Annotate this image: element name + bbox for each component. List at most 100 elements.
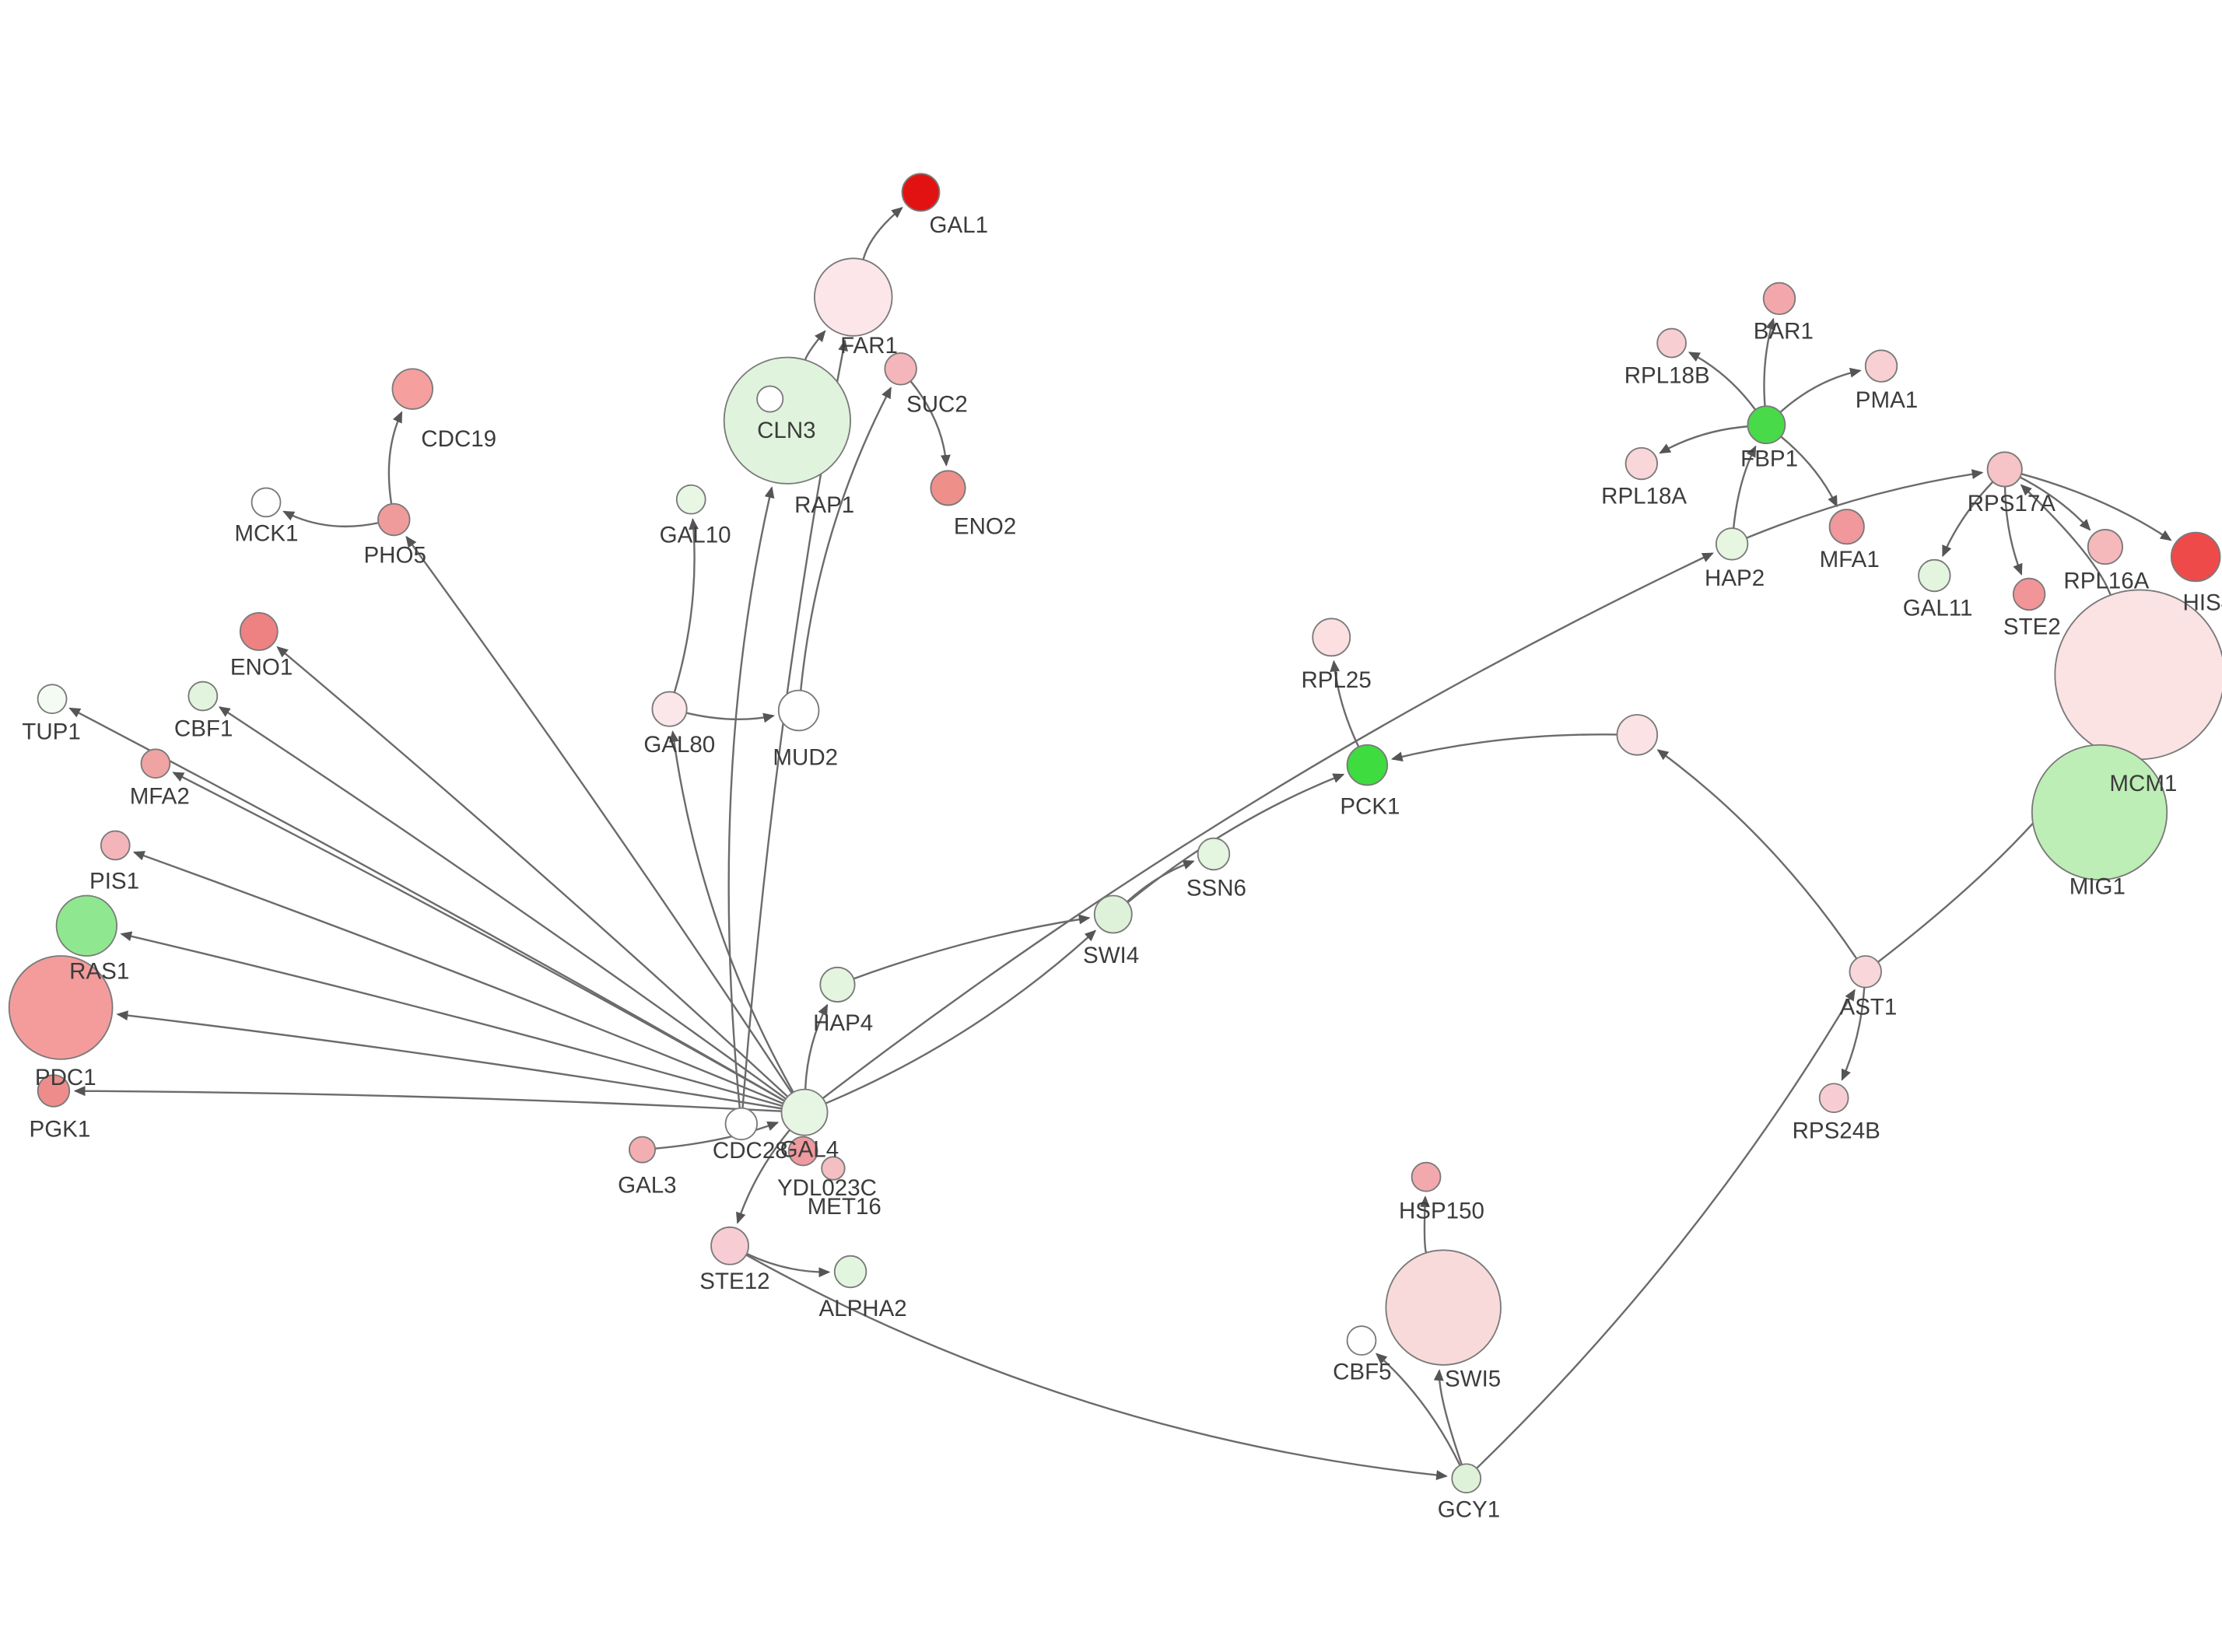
edge-ast1-rps24b[interactable] [1841, 987, 1866, 1081]
node-MET16[interactable] [821, 1156, 846, 1181]
node-MUD2[interactable] [777, 689, 820, 732]
node-MFA2[interactable] [140, 748, 171, 779]
edge-gal4-hap4[interactable] [804, 1003, 829, 1090]
node-GAL3[interactable] [628, 1136, 657, 1164]
node-RPL18A[interactable] [1624, 446, 1659, 481]
edge-gcy1-ast1[interactable] [1476, 989, 1856, 1469]
edge-gal4-hap2[interactable] [822, 552, 1714, 1100]
edge-gal4-tup1[interactable] [68, 707, 785, 1102]
edge-gal4-mfa2[interactable] [172, 772, 785, 1102]
node-GAL10[interactable] [675, 484, 706, 515]
node-RAS1[interactable] [55, 894, 118, 957]
node-PHO5[interactable] [377, 502, 411, 537]
node-STE12[interactable] [710, 1226, 749, 1265]
edge-fbp1-bar1[interactable] [1763, 317, 1775, 407]
node-ENO1[interactable] [239, 612, 279, 651]
edge-hap2-rps17a[interactable] [1746, 469, 1984, 539]
node-RPS24B[interactable] [1818, 1083, 1849, 1114]
edge-gal4-ras1[interactable] [120, 931, 783, 1108]
edge-cln3-far1[interactable] [804, 330, 826, 361]
node-PMA1[interactable] [1864, 349, 1898, 383]
node-RPS17A[interactable] [1986, 451, 2023, 488]
node-PIS1[interactable] [100, 830, 131, 861]
node-SUC2[interactable] [884, 352, 917, 386]
edge-gal4-pis1[interactable] [132, 851, 784, 1104]
node-GAL80[interactable] [651, 691, 688, 727]
node-ENO2[interactable] [930, 470, 966, 506]
edge-suc2-eno2[interactable] [909, 380, 951, 467]
node-MIG1[interactable] [2031, 744, 2168, 881]
node-HAP2[interactable] [1715, 527, 1749, 561]
node-CLN3[interactable] [723, 356, 851, 485]
node-node_u[interactable] [1616, 714, 1659, 756]
edge-rps17a-gal11[interactable] [1942, 481, 1994, 558]
edge-far1-gal1[interactable] [862, 207, 903, 261]
node-CBF1[interactable] [188, 681, 219, 712]
node-GAL4[interactable] [780, 1088, 829, 1136]
edge-gal4-cbf1[interactable] [218, 706, 787, 1100]
node-YDL023C[interactable] [787, 1136, 818, 1167]
edge-gal4-pho5[interactable] [405, 535, 793, 1094]
edge-swi4-pck1[interactable] [1127, 773, 1345, 904]
node-HAP4[interactable] [819, 966, 856, 1003]
node-RPL25[interactable] [1312, 618, 1351, 657]
node-RAP1[interactable] [756, 385, 784, 413]
node-HIS4[interactable] [2170, 531, 2221, 583]
edge-fbp1-rpl18a[interactable] [1659, 425, 1748, 454]
edge-gcy1-cbf5[interactable] [1376, 1353, 1461, 1466]
edge-gal80-gal10[interactable] [673, 517, 699, 693]
edge-fbp1-pma1[interactable] [1779, 367, 1862, 414]
node-FBP1[interactable] [1747, 405, 1786, 445]
node-HSP150[interactable] [1411, 1161, 1442, 1192]
node-CDC28[interactable] [724, 1107, 759, 1141]
node-FAR1[interactable] [814, 257, 893, 337]
edge-gal4-eno1[interactable] [276, 646, 789, 1097]
edge-gal4-pdc1[interactable] [116, 1010, 783, 1110]
node-RPL16A[interactable] [2087, 529, 2123, 565]
edge-cdc28-cln3[interactable] [727, 486, 775, 1108]
edge-fbp1-rpl18b[interactable] [1688, 352, 1757, 411]
edge-pho5-cdc19[interactable] [387, 411, 403, 505]
node-SWI4[interactable] [1093, 894, 1133, 934]
node-ALPHA2[interactable] [833, 1255, 867, 1289]
node-MCK1[interactable] [251, 487, 282, 518]
edge-rps17a-his4[interactable] [2020, 473, 2172, 541]
node-PGK1[interactable] [37, 1074, 71, 1108]
edge-rps17a-ste2[interactable] [2003, 486, 2023, 576]
node-SSN6[interactable] [1197, 837, 1231, 871]
edge-ste12-alpha2[interactable] [746, 1252, 831, 1278]
edge-gal4-pgk1[interactable] [73, 1086, 782, 1112]
edge-gal3-gal4[interactable] [654, 1121, 780, 1150]
edge-mcm1-rps17a[interactable] [2020, 484, 2112, 596]
node-MFA1[interactable] [1828, 509, 1865, 545]
node-GAL11[interactable] [1918, 558, 1951, 593]
edge-gal4-ste12[interactable] [736, 1129, 790, 1224]
node-STE2[interactable] [2012, 577, 2046, 611]
edge-pck1-rpl25[interactable] [1330, 660, 1360, 747]
edge-gcy1-swi5[interactable] [1433, 1369, 1463, 1465]
node-SWI5[interactable] [1385, 1249, 1502, 1366]
edge-gal4-swi4[interactable] [825, 929, 1097, 1104]
edge-gal4-gal80[interactable] [668, 730, 794, 1093]
node-PCK1[interactable] [1346, 744, 1389, 786]
edge-mud2-suc2[interactable] [800, 387, 892, 691]
edge-hap2-fbp1[interactable] [1732, 445, 1757, 529]
node-GCY1[interactable] [1451, 1463, 1482, 1494]
node-AST1[interactable] [1849, 955, 1882, 989]
node-TUP1[interactable] [37, 684, 68, 715]
edge-ast1-node_u[interactable] [1656, 749, 1858, 960]
edge-node_u-pck1[interactable] [1390, 733, 1617, 762]
node-BAR1[interactable] [1762, 282, 1796, 316]
node-RPL18B[interactable] [1656, 327, 1687, 359]
edge-fbp1-mfa1[interactable] [1780, 436, 1838, 508]
edge-pho5-mck1[interactable] [282, 510, 379, 528]
node-CDC19[interactable] [391, 368, 433, 410]
edge-gal80-mud2[interactable] [685, 712, 775, 723]
edge-ste12-gcy1[interactable] [745, 1254, 1448, 1481]
edge-rps17a-rpl16a[interactable] [2019, 476, 2091, 531]
edge-swi5-hsp150[interactable] [1419, 1195, 1430, 1253]
node-GAL1[interactable] [901, 173, 941, 212]
edge-hap4-swi4[interactable] [853, 914, 1091, 980]
